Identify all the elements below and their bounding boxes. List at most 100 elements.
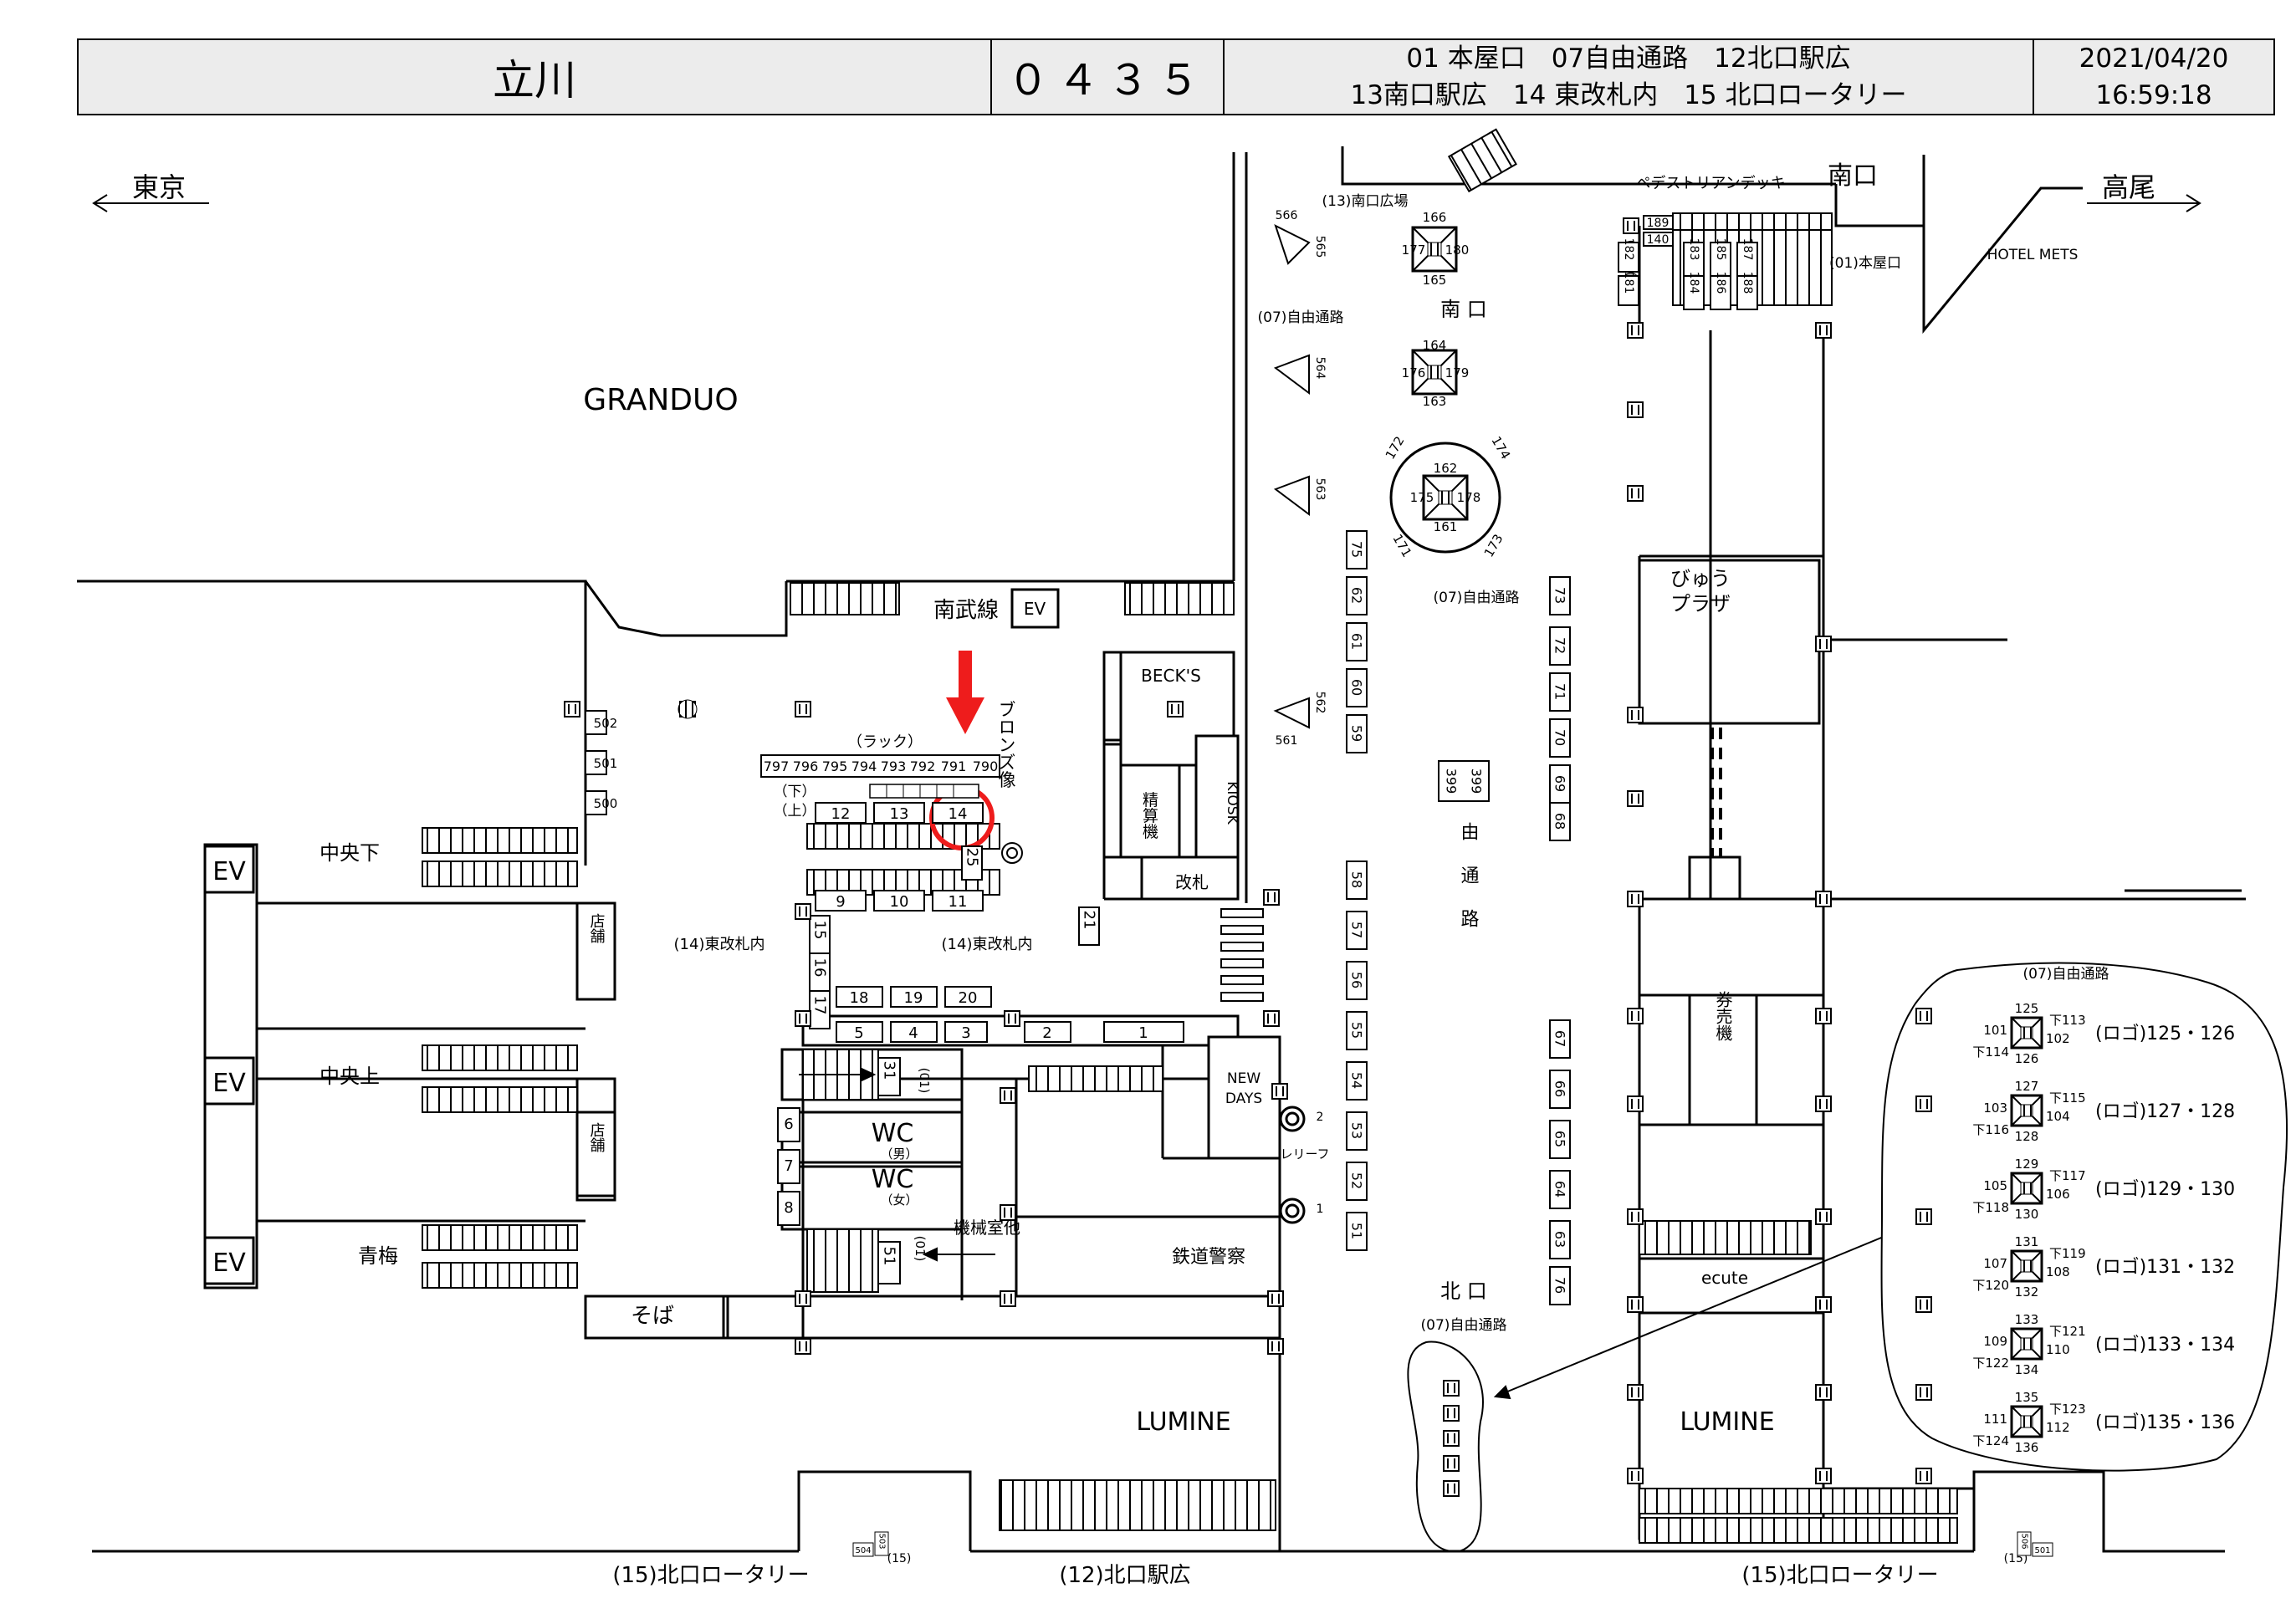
callout-pillar-number: 下122 <box>1972 1356 2009 1371</box>
callout-pillar-number: 110 <box>2046 1342 2070 1357</box>
pillar-post <box>1915 1296 1932 1313</box>
svg-text:56: 56 <box>1349 972 1365 988</box>
p01-label-1: (01) <box>917 1068 932 1094</box>
svg-text:61: 61 <box>1349 633 1365 650</box>
svg-text:171: 171 <box>1389 532 1414 560</box>
shop-label-1: 店舗 <box>588 913 606 943</box>
pillar-post <box>1627 1296 1644 1313</box>
poster-5: 5 <box>854 1024 863 1042</box>
callout-pillar-number: 131 <box>2015 1234 2039 1249</box>
callout-pillar-number: 下118 <box>1972 1200 2009 1215</box>
wc-men-label: WC <box>872 1119 914 1148</box>
svg-text:59: 59 <box>1349 725 1365 742</box>
callout-pillar-number: 111 <box>1983 1412 2007 1427</box>
svg-text:76: 76 <box>1552 1277 1568 1294</box>
rack-793: 793 <box>881 758 907 774</box>
pillar-post <box>1443 1380 1460 1397</box>
poster-3: 3 <box>961 1024 970 1042</box>
granduo-label: GRANDUO <box>583 383 738 417</box>
svg-text:72: 72 <box>1552 637 1568 654</box>
poster-51: 51 <box>881 1247 898 1266</box>
pillar-post <box>1623 217 1639 234</box>
callout-pillar-number: 下119 <box>2049 1246 2086 1261</box>
rack-797: 797 <box>764 758 790 774</box>
svg-text:164: 164 <box>1423 338 1447 353</box>
svg-text:186: 186 <box>1714 272 1727 294</box>
callout-pillar-number: 126 <box>2015 1051 2039 1066</box>
svg-text:399: 399 <box>1444 769 1460 794</box>
poster-13: 13 <box>890 805 909 823</box>
callout-pillar-number: 105 <box>1983 1178 2007 1193</box>
svg-text:53: 53 <box>1349 1122 1365 1139</box>
callout-pillar-number: 109 <box>1983 1334 2007 1349</box>
poster-20: 20 <box>959 989 978 1007</box>
svg-text:177: 177 <box>1402 243 1426 258</box>
areas-line-1: 01 本屋口 07自由通路 12北口駅広 <box>1406 43 1851 74</box>
seisanki-label: 精算機 <box>1140 791 1158 839</box>
north-rotary-label-left: (15)北口ロータリー <box>612 1563 809 1588</box>
pillar-post <box>1443 1455 1460 1472</box>
svg-text:565: 565 <box>1313 236 1327 258</box>
rack-790: 790 <box>973 758 999 774</box>
free-passage-numbers-left: 75 62 61 60 59 58 57 56 55 54 53 52 51 <box>1349 541 1365 1239</box>
callout-pillar-number: 102 <box>2046 1031 2070 1046</box>
poster-2: 2 <box>1042 1024 1051 1042</box>
callout-bubble: (07)自由通路 <box>1880 962 2288 1472</box>
poster-21: 21 <box>1081 911 1098 930</box>
north-exit-oval <box>1407 1341 1484 1553</box>
pillar-post <box>1263 889 1280 906</box>
svg-text:55: 55 <box>1349 1022 1365 1039</box>
svg-text:62: 62 <box>1349 587 1365 604</box>
svg-text:67: 67 <box>1552 1030 1568 1047</box>
svg-text:176: 176 <box>1402 365 1426 380</box>
pillar-post <box>1815 1296 1832 1313</box>
north-rotary-label-right: (15)北口ロータリー <box>1741 1563 1938 1588</box>
poster-12: 12 <box>831 805 851 823</box>
callout-pillar-name: (ロゴ)135・136 <box>2095 1412 2235 1433</box>
callout-pillar-number: 133 <box>2015 1312 2039 1327</box>
callout-pillar-number: 129 <box>2015 1157 2039 1172</box>
callout-pillar-number: 104 <box>2046 1109 2070 1124</box>
shop-boxes <box>575 651 1281 1340</box>
poster-14: 14 <box>949 805 968 823</box>
svg-text:181: 181 <box>1622 272 1635 294</box>
south-plaza-pillar-numbers: 166 177 180 165 164 176 179 163 162 175 … <box>1383 210 1514 559</box>
callout-pillar-name: (ロゴ)131・132 <box>2095 1257 2235 1278</box>
p15-label-1: (15) <box>887 1552 912 1565</box>
pillar-post <box>1915 1468 1932 1484</box>
svg-text:503: 503 <box>877 1533 887 1549</box>
pillar-post <box>1627 891 1644 907</box>
becks-label: BECK'S <box>1141 666 1201 686</box>
svg-text:54: 54 <box>1349 1072 1365 1089</box>
rack-upper-label: （上） <box>774 803 816 820</box>
wc-women-label: WC <box>872 1165 914 1194</box>
callout-pillar-number: 下113 <box>2049 1013 2086 1028</box>
direction-tokyo-label: 東京 <box>132 171 186 203</box>
round-pillar <box>678 699 698 719</box>
rack-label: （ラック） <box>847 733 923 751</box>
poster-15: 15 <box>811 921 829 940</box>
callout-pillar-number: 134 <box>2015 1362 2039 1377</box>
soba-label: そば <box>631 1304 674 1329</box>
pillar-post <box>1267 1290 1284 1307</box>
pedestrian-deck-label: ペデストリアンデッキ <box>1635 175 1785 192</box>
pillar-post <box>1627 1384 1644 1401</box>
ev-label-2: EV <box>212 1069 246 1098</box>
callout-pillar-number: 112 <box>2046 1420 2070 1435</box>
south-plaza-pillars <box>1389 226 1501 554</box>
chuo-shita-label: 中央下 <box>320 841 380 865</box>
callout-pillar-number: 下121 <box>2049 1324 2086 1339</box>
pillar-post <box>1815 891 1832 907</box>
callout-pillar-number: 下116 <box>1972 1122 2009 1137</box>
svg-text:562: 562 <box>1313 692 1327 714</box>
crosswalk <box>1220 908 1264 1002</box>
areas-line-2: 13南口駅広 14 東改札内 15 北口ロータリー <box>1350 80 1907 110</box>
pillar-post <box>1915 1384 1932 1401</box>
view-plaza-label: びゅうプラザ <box>1670 567 1731 615</box>
callout-pillar-number: 107 <box>1983 1256 2007 1271</box>
